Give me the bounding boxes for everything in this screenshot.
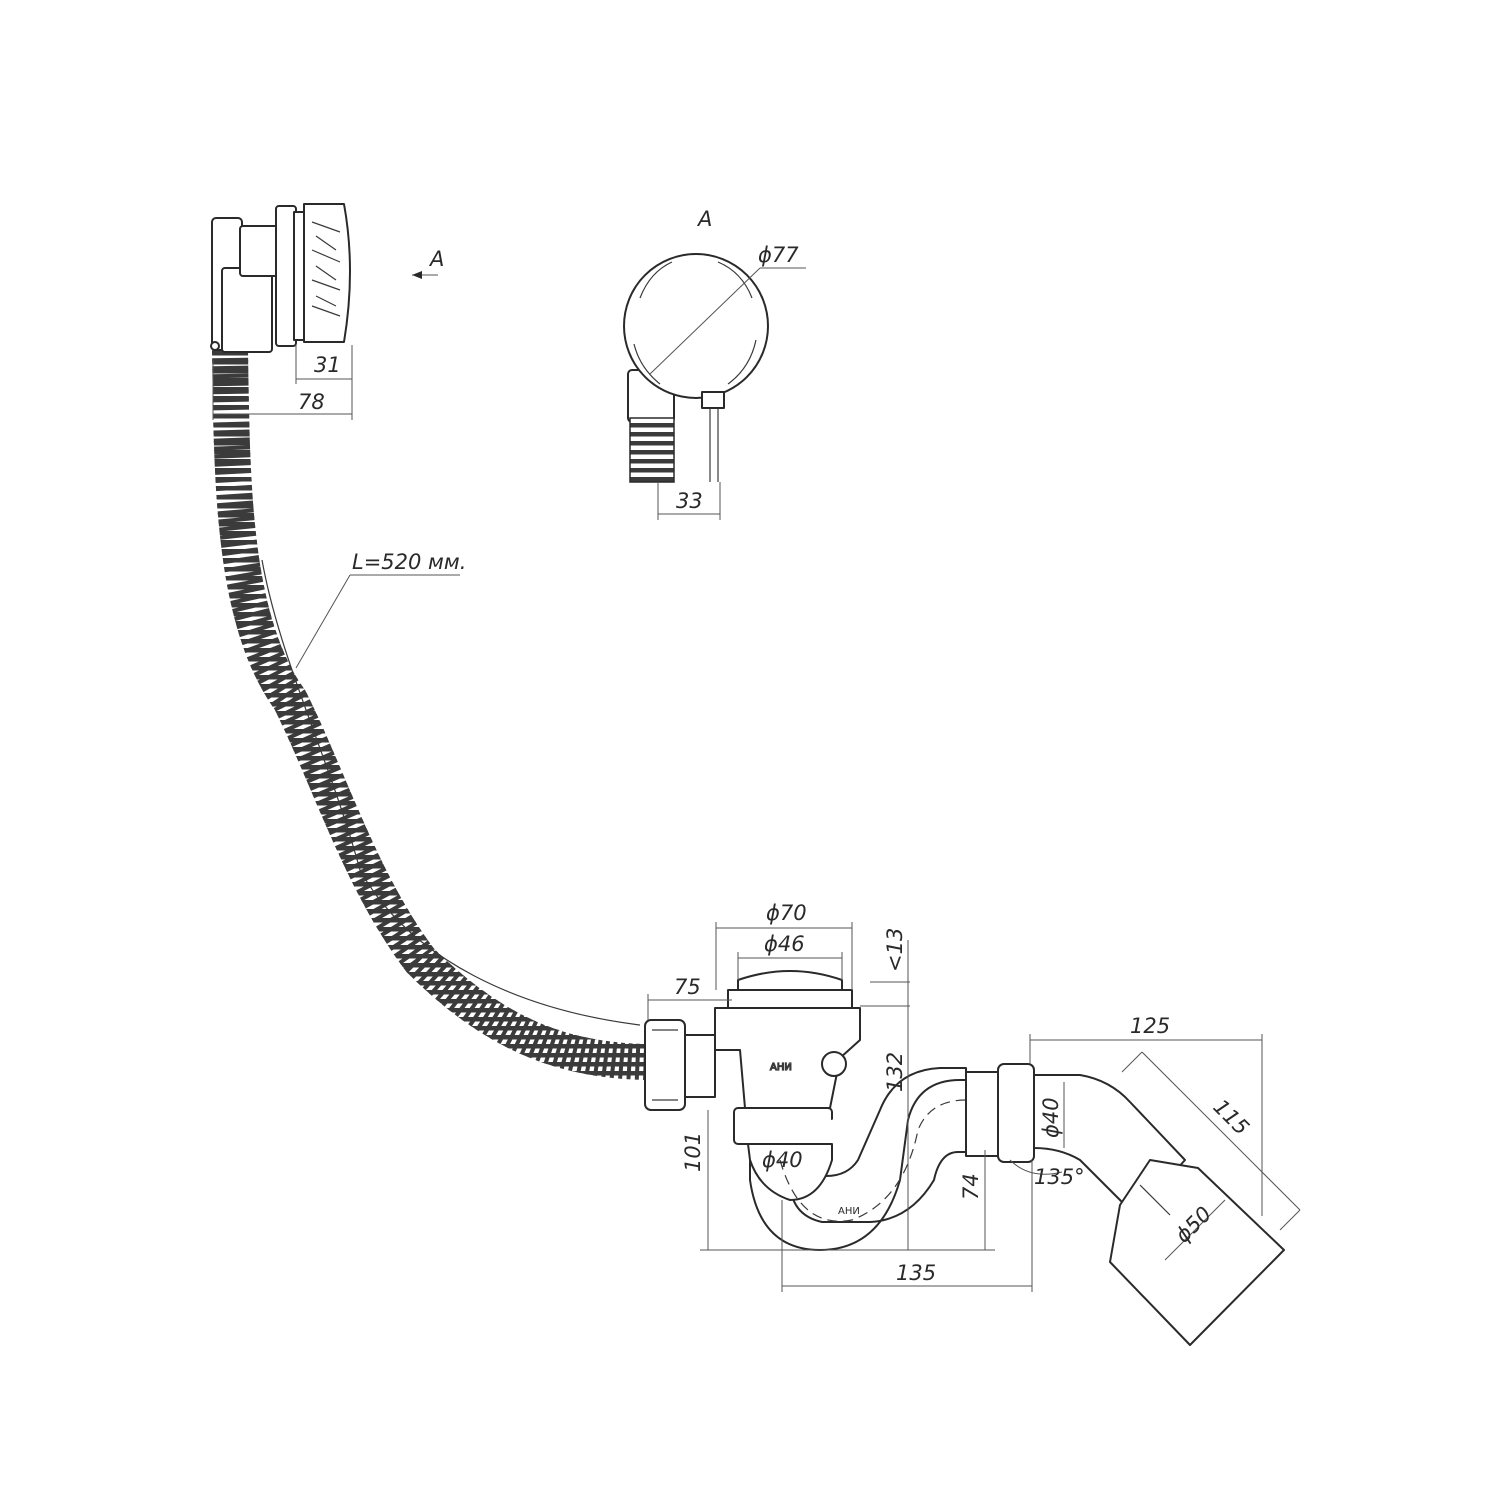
dia-70-label: ϕ70	[766, 901, 807, 925]
dim-132-label: 132	[883, 1052, 907, 1092]
view-marker: A	[428, 247, 444, 271]
hose-length-leader	[295, 574, 460, 669]
dia-40-outlet-label: ϕ40	[1039, 1097, 1063, 1138]
dim-13-label: <13	[883, 928, 907, 972]
view-a-detail	[623, 253, 806, 520]
overflow-head	[210, 203, 351, 353]
dim-125-label: 125	[1130, 1014, 1170, 1038]
svg-text:АНИ: АНИ	[838, 1206, 860, 1217]
dim-75-label: 75	[674, 975, 701, 999]
dim-31-label: 31	[314, 353, 341, 377]
dim-33-label: 33	[676, 489, 703, 513]
view-a-title: A	[696, 207, 712, 231]
dia-77-label: ϕ77	[758, 243, 799, 267]
trap-dimensions	[647, 922, 1301, 1292]
angle-135-label: 135°	[1034, 1165, 1085, 1189]
dim-74-label: 74	[959, 1173, 983, 1200]
corrugated-hose	[212, 349, 646, 1080]
dia-46-label: ϕ46	[764, 932, 805, 956]
dim-31-78	[212, 345, 353, 420]
view-arrow-icon	[412, 271, 438, 279]
svg-text:АНИ: АНИ	[770, 1062, 792, 1073]
dia-40-inlet-label: ϕ40	[762, 1148, 803, 1172]
dim-78-label: 78	[298, 390, 325, 414]
hose-length-label: L=520 мм.	[352, 550, 466, 574]
dim-135-label: 135	[896, 1261, 936, 1285]
dim-101-label: 101	[681, 1132, 705, 1172]
trap-assembly: АНИ АНИ	[644, 970, 1285, 1346]
dim-115-label: 115	[1208, 1095, 1253, 1140]
